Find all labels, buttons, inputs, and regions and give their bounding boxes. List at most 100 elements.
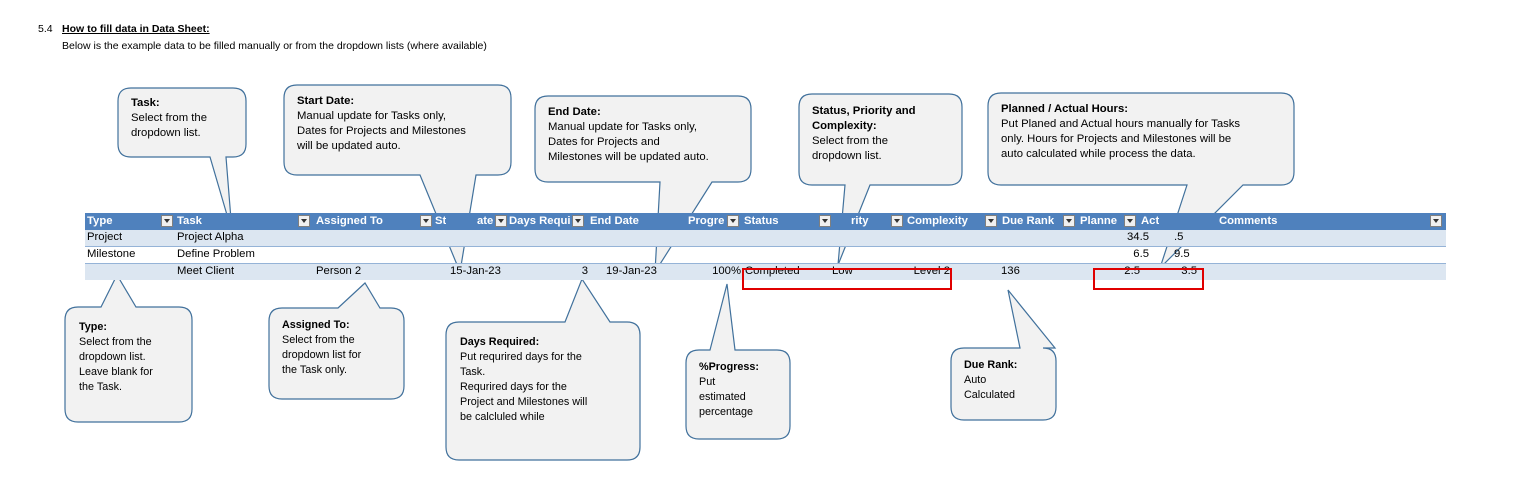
cell-due-rank[interactable]: 136 <box>1001 265 1020 277</box>
callout-progress-title: %Progress: <box>699 361 760 373</box>
callout-status-title2: Complexity: <box>812 120 877 132</box>
header-assigned: Assigned To <box>316 215 383 227</box>
callout-progress: %Progress: Put estimated percentage <box>699 360 759 420</box>
callout-assigned: Assigned To: Select from the dropdown li… <box>282 318 361 378</box>
callout-days-shape <box>445 277 641 461</box>
filter-assigned-button[interactable] <box>420 215 432 227</box>
filter-days-button[interactable] <box>572 215 584 227</box>
callout-start-title: Start Date: <box>297 95 355 107</box>
header-priority: rity <box>851 215 869 227</box>
filter-progress-button[interactable] <box>727 215 739 227</box>
callout-hours-line: auto calculated while process the data. <box>1001 148 1196 160</box>
header-start-date-end: ate <box>477 215 494 227</box>
callout-start-line: will be updated auto. <box>297 140 401 152</box>
callout-status-line: Select from the <box>812 135 888 147</box>
callout-task-shape <box>117 87 247 233</box>
callout-days-required: Days Required: Put requrired days for th… <box>460 335 587 425</box>
header-planned: Planne <box>1080 215 1118 227</box>
callout-type-title: Type: <box>79 321 107 333</box>
filter-comments-button[interactable] <box>1430 215 1442 227</box>
callout-status-line: dropdown list. <box>812 150 882 162</box>
callout-days-line: Task. <box>460 366 486 378</box>
callout-progress-shape <box>685 283 791 440</box>
cell-actual[interactable]: 9.5 <box>1174 248 1190 260</box>
filter-planned-button[interactable] <box>1124 215 1136 227</box>
header-end-date: End Date <box>590 215 639 227</box>
callout-type-line: Select from the <box>79 336 152 348</box>
callout-end-date: End Date: Manual update for Tasks only, … <box>548 105 709 165</box>
callout-type-line: Leave blank for <box>79 366 153 378</box>
callout-duerank-title: Due Rank: <box>964 359 1018 371</box>
callout-status-title: Status, Priority and <box>812 105 916 117</box>
callout-start-line: Manual update for Tasks only, <box>297 110 447 122</box>
header-task: Task <box>177 215 202 227</box>
cell-task[interactable]: Meet Client <box>177 265 235 277</box>
table-row[interactable]: Project Project Alpha 34.5 .5 <box>85 230 1446 247</box>
callout-start-line: Dates for Projects and Milestones <box>297 125 466 137</box>
callout-due-rank: Due Rank: Auto Calculated <box>964 358 1017 403</box>
section-description: Below is the example data to be filled m… <box>62 40 487 52</box>
header-due-rank: Due Rank <box>1002 215 1055 227</box>
callout-hours-title: Planned / Actual Hours: <box>1001 103 1129 115</box>
cell-start-date[interactable]: 15-Jan-23 <box>450 265 501 277</box>
highlight-hours <box>1093 268 1204 290</box>
callout-days-line: Project and Milestones will <box>460 396 588 408</box>
section-title: How to fill data in Data Sheet: <box>62 23 210 35</box>
cell-assigned[interactable]: Person 2 <box>316 265 362 277</box>
cell-actual[interactable]: .5 <box>1174 231 1184 243</box>
callout-progress-line: percentage <box>699 406 754 418</box>
header-progress: Progre <box>688 215 725 227</box>
callout-task-title: Task: <box>131 97 160 109</box>
callout-duerank-line: Auto <box>964 374 987 386</box>
cell-task[interactable]: Project Alpha <box>177 231 244 243</box>
callout-end-title: End Date: <box>548 106 601 118</box>
callout-start-date: Start Date: Manual update for Tasks only… <box>297 94 466 154</box>
callout-task: Task: Select from the dropdown list. <box>131 96 207 141</box>
filter-type-button[interactable] <box>161 215 173 227</box>
callout-days-line: Put requrired days for the <box>460 351 582 363</box>
filter-priority-button[interactable] <box>891 215 903 227</box>
section-number: 5.4 <box>38 23 53 35</box>
callout-assigned-line: the Task only. <box>282 364 348 376</box>
callout-hours: Planned / Actual Hours: Put Planed and A… <box>1001 102 1240 162</box>
callout-type-line: the Task. <box>79 381 123 393</box>
cell-end-date[interactable]: 19-Jan-23 <box>606 265 657 277</box>
cell-days[interactable]: 3 <box>581 265 588 277</box>
filter-complexity-button[interactable] <box>985 215 997 227</box>
filter-task-button[interactable] <box>298 215 310 227</box>
callout-assigned-line: dropdown list for <box>282 349 362 361</box>
callout-end-line: Milestones will be updated auto. <box>548 151 709 163</box>
highlight-status-priority-complexity <box>742 268 952 290</box>
table-row[interactable]: Milestone Define Problem 6.5 9.5 <box>85 247 1446 264</box>
cell-type[interactable]: Milestone <box>87 248 136 260</box>
callout-hours-line: only. Hours for Projects and Milestones … <box>1001 133 1232 145</box>
filter-due-rank-button[interactable] <box>1063 215 1075 227</box>
callout-days-line: Requrired days for the <box>460 381 567 393</box>
callout-progress-line: estimated <box>699 391 746 403</box>
callout-days-title: Days Required: <box>460 336 540 348</box>
callout-task-line: Select from the <box>131 112 207 124</box>
callout-days-line: be calcluled while <box>460 411 545 423</box>
callout-type-line: dropdown list. <box>79 351 146 363</box>
filter-start-button[interactable] <box>495 215 507 227</box>
callout-hours-line: Put Planed and Actual hours manually for… <box>1001 118 1241 130</box>
callout-task-line: dropdown list. <box>131 127 201 139</box>
callout-duerank-line: Calculated <box>964 389 1016 401</box>
callout-progress-line: Put <box>699 376 716 388</box>
filter-status-button[interactable] <box>819 215 831 227</box>
callout-duerank-shape <box>950 289 1057 421</box>
header-actual: Act <box>1141 215 1160 227</box>
cell-progress[interactable]: 100% <box>712 265 741 277</box>
cell-task[interactable]: Define Problem <box>177 248 255 260</box>
header-start-date: St <box>435 215 447 227</box>
cell-planned[interactable]: 6.5 <box>1133 248 1149 260</box>
header-days: Days Requi <box>509 215 571 227</box>
header-comments: Comments <box>1219 215 1278 227</box>
callout-status: Status, Priority and Complexity: Select … <box>812 104 916 164</box>
callout-end-line: Manual update for Tasks only, <box>548 121 698 133</box>
cell-type[interactable]: Project <box>87 231 123 243</box>
header-type: Type <box>87 215 113 227</box>
cell-planned[interactable]: 34.5 <box>1127 231 1149 243</box>
callout-type-shape <box>64 273 193 423</box>
